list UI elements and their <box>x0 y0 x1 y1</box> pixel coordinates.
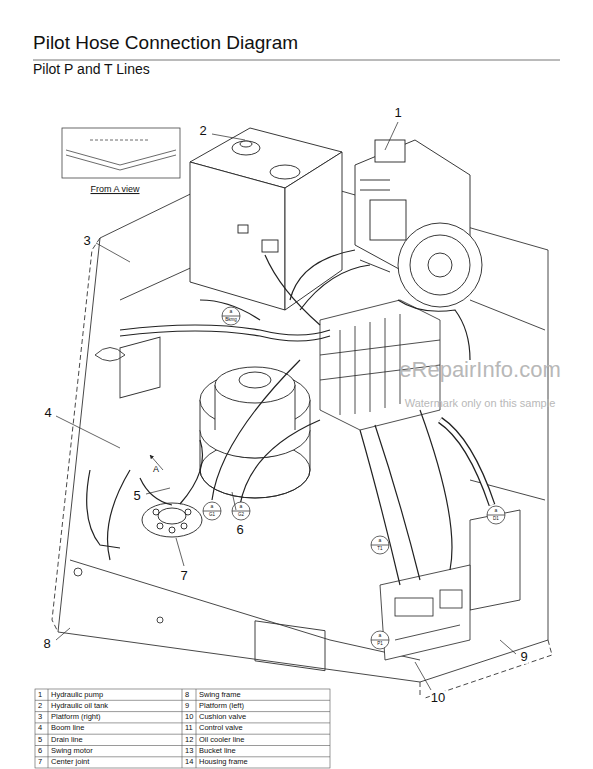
legend-cell: 12 <box>185 736 193 744</box>
hoses <box>87 250 452 585</box>
legend-cell: 7 <box>38 758 42 766</box>
hose-tag: Bkmg <box>225 318 237 323</box>
callout-number: 6 <box>235 523 244 537</box>
legend-cell: 8 <box>185 690 189 698</box>
legend-cell: 11 <box>185 724 193 732</box>
legend-cell: Bucket line <box>199 747 236 755</box>
legend-cell: Hydraulic pump <box>51 690 103 698</box>
legend-cell: Swing motor <box>51 747 93 755</box>
hydraulic-pump <box>355 140 482 307</box>
hose-tag: G2 <box>238 513 244 518</box>
hose-tag: a <box>211 504 214 510</box>
legend-cell: 6 <box>38 747 42 755</box>
page-title: Pilot Hose Connection Diagram <box>33 33 298 54</box>
subtitle: Pilot P and T Lines <box>33 62 150 77</box>
view-arrow-label: A <box>153 465 159 475</box>
legend-cell: 10 <box>185 713 193 721</box>
cushion-valve <box>380 565 470 660</box>
legend-cell: Swing frame <box>199 690 241 698</box>
legend-cell: 1 <box>38 690 42 698</box>
legend-cell: 4 <box>38 724 42 732</box>
legend-cell: Housing frame <box>199 758 248 766</box>
callout-number: 10 <box>430 691 446 705</box>
center-joint <box>142 503 202 537</box>
hose-tag: D1 <box>493 517 499 522</box>
legend-cell: Control valve <box>199 724 243 732</box>
legend-cell: 5 <box>38 736 42 744</box>
inset-view <box>62 128 180 178</box>
legend-table <box>35 689 330 768</box>
title-rule <box>33 60 560 61</box>
view-label: From A view <box>90 185 139 195</box>
callout-number: 1 <box>393 106 402 120</box>
legend-cell: Cushion valve <box>199 713 246 721</box>
legend-cell: 3 <box>38 713 42 721</box>
hose-tag: a <box>240 504 243 510</box>
watermark: eRepairInfo.com <box>399 358 560 382</box>
watermark: Watermark only on this sample <box>405 397 556 409</box>
hose-tag: a <box>379 633 382 639</box>
hose-tag: a <box>495 508 498 514</box>
legend-cell: Hydraulic oil tank <box>51 702 108 710</box>
legend-cell: 13 <box>185 747 193 755</box>
callout-number: 4 <box>43 406 52 420</box>
hose-tag: T1 <box>377 547 382 552</box>
legend-cell: Platform (right) <box>51 713 101 721</box>
legend-cell: Drain line <box>51 736 83 744</box>
hose-tag: G1 <box>209 513 215 518</box>
legend-cell: Boom line <box>51 724 84 732</box>
hose-tag: P1 <box>377 642 383 647</box>
callout-number: 9 <box>519 650 528 664</box>
legend-cell: 9 <box>185 702 189 710</box>
legend-cell: 2 <box>38 702 42 710</box>
hydraulic-oil-tank <box>190 128 342 310</box>
callout-number: 5 <box>132 489 141 503</box>
callout-number: 8 <box>42 637 51 651</box>
hose-tag: a <box>230 309 233 315</box>
hose-tag: a <box>379 538 382 544</box>
legend-cell: Oil cooler line <box>199 736 244 744</box>
legend-cell: Center joint <box>51 758 89 766</box>
callout-number: 2 <box>198 124 207 138</box>
legend-cell: 14 <box>185 758 193 766</box>
callout-number: 3 <box>82 234 91 248</box>
legend-cell: Platform (left) <box>199 702 244 710</box>
callout-number: 7 <box>179 569 188 583</box>
